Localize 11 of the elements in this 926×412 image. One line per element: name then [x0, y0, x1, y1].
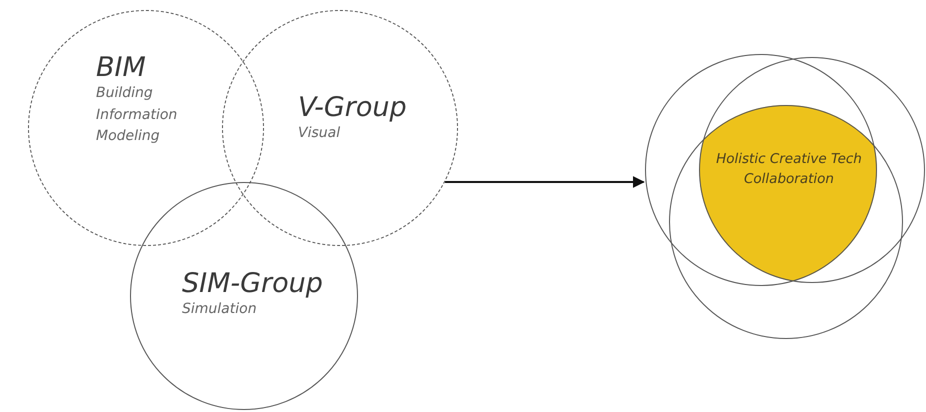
circle-subtitle: Visual [298, 124, 342, 144]
arrow [444, 176, 645, 188]
circle-title: BIM [96, 52, 147, 84]
venn-circle [130, 182, 358, 410]
circle-title: V-Group [298, 92, 408, 124]
venn-circle [28, 10, 264, 246]
circle-subtitle: Building Information Modeling [96, 84, 178, 146]
circle-subtitle: Simulation [182, 300, 258, 320]
venn-circle [222, 10, 458, 246]
circle-title: SIM-Group [182, 268, 324, 300]
region-label: Holistic Creative Tech Collaboration [715, 150, 863, 189]
